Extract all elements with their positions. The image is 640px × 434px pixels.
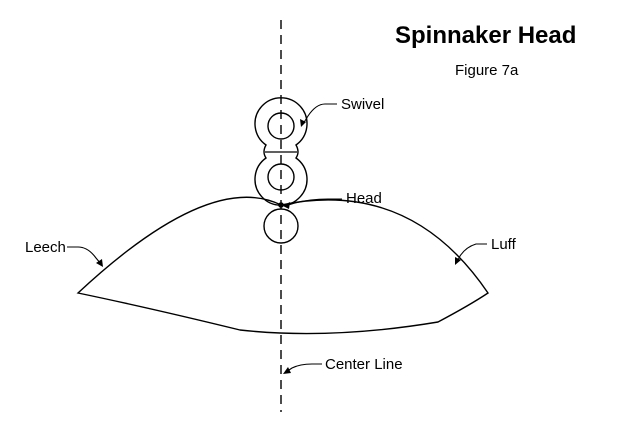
head-point — [278, 202, 284, 208]
luff-leader — [456, 243, 487, 263]
center-line-arrowhead — [283, 367, 291, 374]
head-arrowhead — [283, 202, 290, 209]
swivel-arrowhead — [300, 119, 306, 127]
luff-arrowhead — [455, 257, 461, 265]
swivel-label: Swivel — [341, 96, 384, 113]
center-line-label: Center Line — [325, 356, 403, 373]
sail-outline — [76, 196, 489, 335]
swivel-outline — [254, 97, 308, 206]
swivel-lower-eye — [267, 163, 295, 191]
leech-leader — [67, 246, 102, 265]
leech-label: Leech — [25, 239, 66, 256]
luff-label: Luff — [491, 236, 517, 253]
figure-title: Spinnaker Head — [395, 22, 577, 49]
figure-subtitle: Figure 7a — [455, 62, 519, 79]
center-line-leader — [285, 363, 322, 373]
head-ring — [263, 208, 299, 244]
leech-arrowhead — [96, 259, 103, 267]
swivel-leader — [302, 103, 337, 125]
head-leader — [284, 198, 342, 207]
swivel-upper-eye — [267, 112, 295, 140]
head-label: Head — [346, 190, 382, 207]
